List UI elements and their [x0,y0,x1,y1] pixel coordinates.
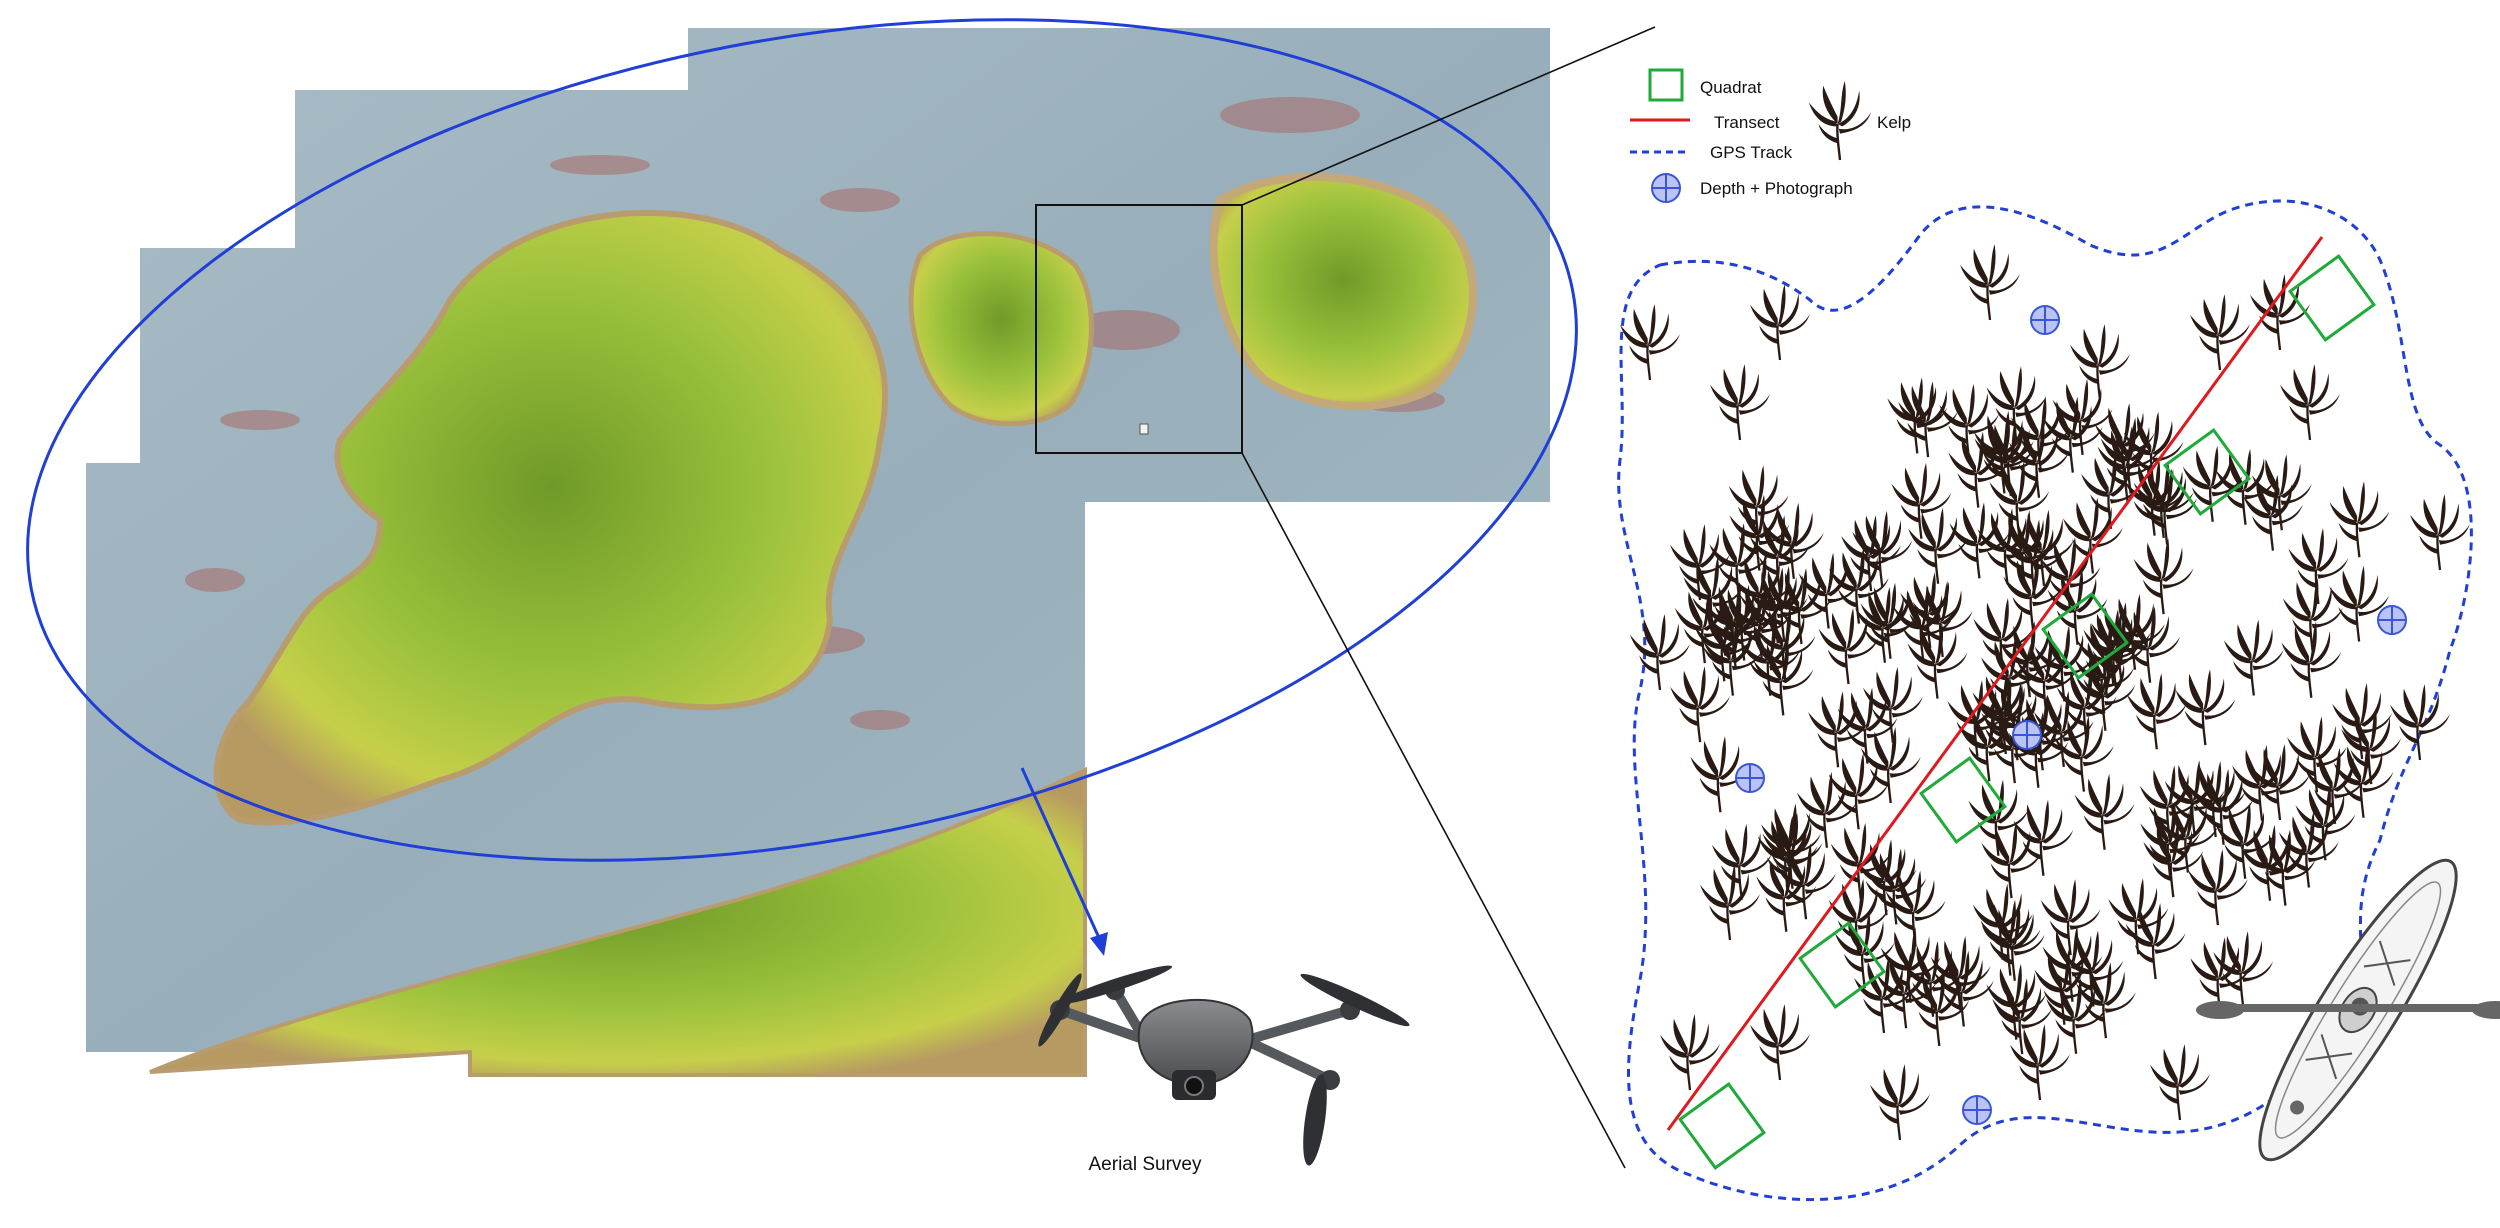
kelp-icon [2148,1042,2212,1122]
zoom-connector-top [1241,26,1656,206]
survey-area-ellipse [26,18,1578,862]
kelp-icon [1708,362,1772,442]
zoom-connector-bottom [1241,452,1626,1169]
kelp-icon [1668,522,1732,602]
kelp-icon [2278,362,2342,442]
kelp-icon [1618,302,1682,382]
quadrat-1 [1678,1082,1766,1170]
kelp-icon [1669,665,1732,744]
kelp-icon [2012,798,2075,877]
kelp-icon [2388,682,2452,762]
legend: Quadrat Transect GPS Track Depth + Photo… [1630,68,1911,203]
depth-legend-icon [1651,173,1681,203]
gps-track-outline [1617,199,2473,1202]
kelp-icon [2248,272,2312,352]
kelp-icon [1658,1012,1722,1092]
boat-marker [1139,423,1149,435]
quadrats [1678,254,2376,1170]
right-island [1209,173,1477,411]
kelp-icon [1748,1002,1812,1082]
kelp-icon [2408,492,2472,572]
depth-marker-2 [2377,605,2407,635]
kelp-icon [2068,322,2132,402]
kayak-icon [2196,858,2500,1162]
kelp-icon [1958,242,2022,322]
kelp-icon [1859,725,1922,805]
kelp-icon [2328,480,2391,559]
kelp-icon [2222,618,2285,697]
kelp-icon [2328,564,2391,643]
kelp-icon [2039,878,2102,957]
drone-icon [1038,965,1410,1166]
legend-transect-label: Transect [1714,113,1780,132]
transect-line [1666,236,2324,1131]
aerial-survey-caption: Aerial Survey [1089,1154,1202,1175]
kelp-icon [1628,612,1692,692]
depth-marker-4 [1735,763,1765,793]
depth-marker-1 [2030,305,2060,335]
kelp-icon [2123,458,2186,537]
quadrat-6 [2288,254,2376,342]
kelp-icon [2132,537,2195,616]
quadrat-5 [2163,428,2251,516]
main-island [213,210,889,826]
kelp-patches [185,97,1445,730]
kelp-icon [2125,672,2188,751]
legend-kelp-label: Kelp [1877,113,1911,132]
kelp-icon [1868,1062,1932,1142]
legend-quadrat-label: Quadrat [1700,78,1762,97]
middle-island [908,231,1094,427]
quadrat-4 [2041,592,2129,680]
quadrat-legend-icon [1648,68,1684,102]
quadrat-2 [1798,921,1886,1009]
depth-marker-5 [1962,1095,1992,1125]
quadrat-3 [1919,756,2007,844]
kelp-icon [1748,282,1812,362]
kelp-icon [2188,292,2252,372]
depth-marker-3 [2012,720,2042,750]
legend-gps-label: GPS Track [1710,143,1793,162]
aerial-mosaic [86,28,1550,1077]
drone-arrow [1020,767,1108,956]
kelp-icon [1906,621,1969,700]
legend-depth-label: Depth + Photograph [1700,179,1853,198]
zoom-box [1035,204,1243,454]
kelp-legend-icon [1807,79,1873,162]
